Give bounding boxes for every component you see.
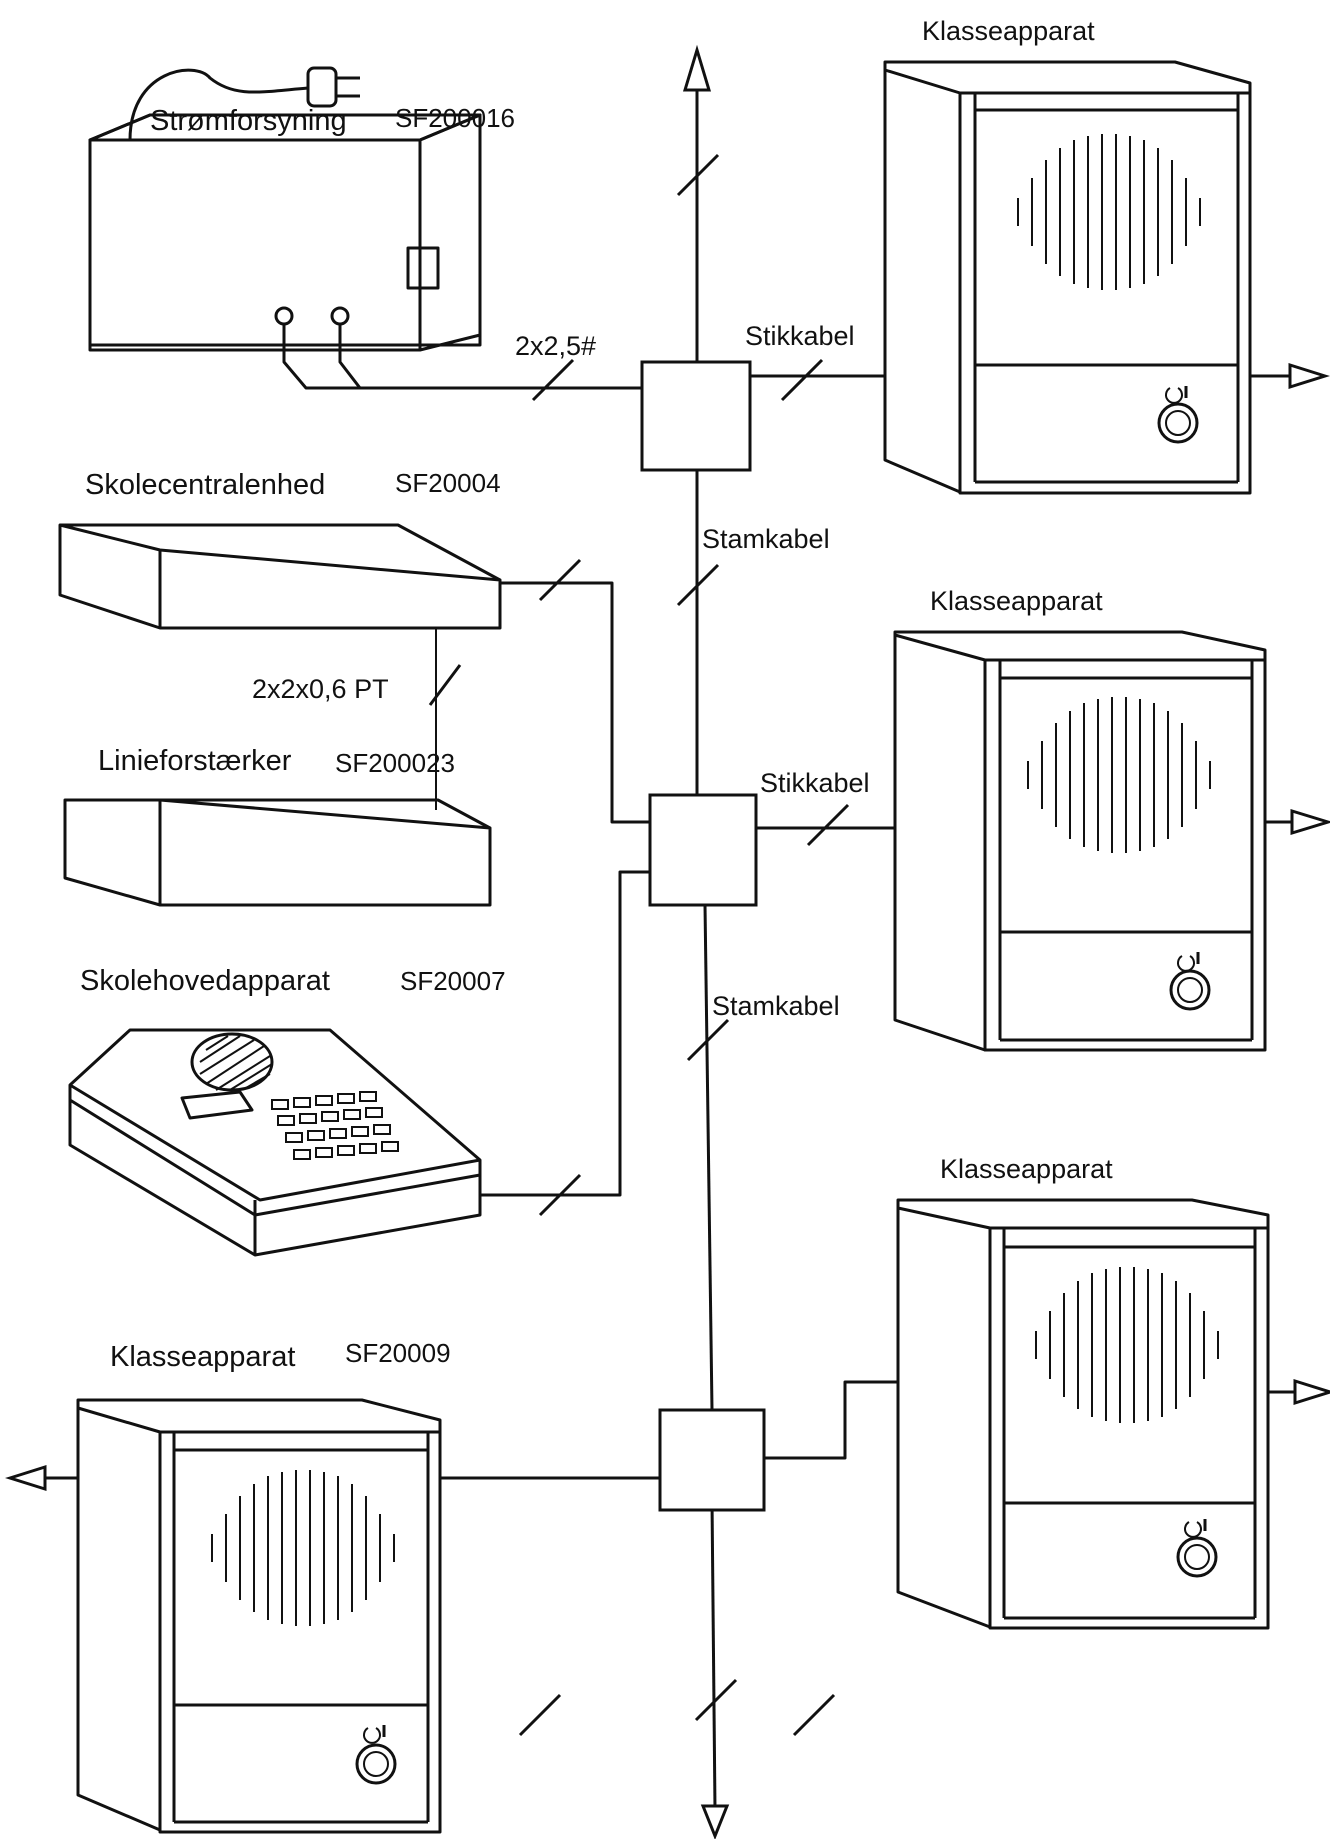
- class-unit-top: [883, 60, 1252, 495]
- main-set-code: SF20007: [400, 966, 506, 996]
- arrow-icon: [1290, 808, 1330, 836]
- call-button-icon: [1176, 1519, 1218, 1578]
- call-button-icon: [1157, 386, 1199, 444]
- class-unit-top-name: Klasseapparat: [922, 16, 1095, 46]
- power-supply-name: Strømforsyning: [150, 105, 347, 137]
- trunk-cable-middle-label: Stamkabel: [712, 991, 840, 1021]
- junction-box-icon: [648, 793, 758, 907]
- power-cable-label: 2x2,5#: [515, 331, 596, 361]
- class-unit-middle-name: Klasseapparat: [930, 586, 1103, 616]
- power-supply-code: SF200016: [395, 103, 515, 133]
- speaker-grille-icon: [190, 1032, 274, 1092]
- class-unit-bottom-name: Klasseapparat: [940, 1154, 1113, 1184]
- trunk-cable-line: [695, 90, 717, 1811]
- arrow-icon: [1288, 362, 1330, 390]
- cable-marks: [428, 153, 850, 1737]
- central-unit-code: SF20004: [395, 468, 501, 498]
- stub-cable-top-label: Stikkabel: [745, 321, 855, 351]
- line-amp-code: SF200023: [335, 748, 455, 778]
- line-amp-name: Linieforstærker: [98, 745, 292, 777]
- keypad-icon: [271, 1091, 399, 1160]
- class-unit-left-name: Klasseapparat: [110, 1341, 295, 1373]
- class-unit-left: [76, 1398, 442, 1834]
- call-button-icon: [355, 1725, 397, 1785]
- central-unit-name: Skolecentralenhed: [85, 469, 325, 501]
- line-amplifier: [63, 798, 492, 907]
- class-unit-left-code: SF20009: [345, 1338, 451, 1368]
- arrow-icon: [700, 1804, 730, 1839]
- junction-box-icon: [640, 360, 752, 472]
- arrow-icon: [1293, 1378, 1330, 1406]
- class-unit-middle: [893, 630, 1267, 1052]
- trunk-cable-top-label: Stamkabel: [702, 524, 830, 554]
- junction-box-icon: [658, 1408, 766, 1512]
- display-icon: [180, 1090, 254, 1120]
- arrow-icon: [4, 1464, 47, 1492]
- arrow-icon: [682, 44, 712, 92]
- central-unit: [58, 523, 502, 630]
- call-button-icon: [1169, 952, 1211, 1011]
- plug-icon: [306, 66, 360, 108]
- main-set-name: Skolehovedapparat: [80, 965, 330, 997]
- stub-cable-middle-label: Stikkabel: [760, 768, 870, 798]
- link-cable-label: 2x2x0,6 PT: [252, 674, 389, 704]
- main-set: [68, 1028, 482, 1257]
- class-unit-bottom: [896, 1198, 1270, 1630]
